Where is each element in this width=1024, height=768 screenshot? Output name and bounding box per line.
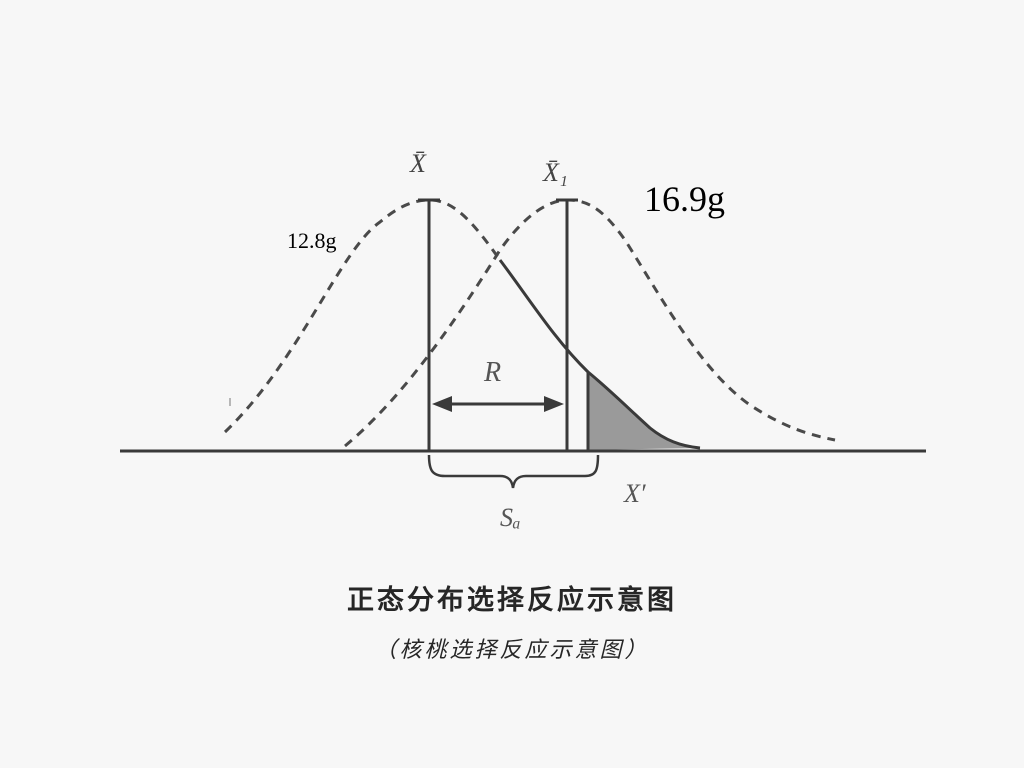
original-distribution-curve bbox=[223, 198, 502, 434]
original-mean-value: 12.8g bbox=[287, 228, 337, 253]
diagram-subtitle: （核桃选择反应示意图） bbox=[374, 638, 650, 663]
response-arrow-head-left bbox=[432, 396, 452, 412]
mean-selected-label: X̄₁ bbox=[542, 158, 568, 187]
selection-differential-brace bbox=[427, 454, 600, 489]
truncation-point-label: X′ bbox=[623, 479, 646, 508]
diagram-title: 正态分布选择反应示意图 bbox=[347, 585, 677, 616]
selected-mean-value: 16.9g bbox=[644, 179, 725, 219]
original-distribution-curve-solid bbox=[498, 259, 701, 450]
selection-differential-label: Sₐ bbox=[500, 503, 521, 532]
selected-tail-area bbox=[588, 372, 700, 450]
response-label: R bbox=[483, 357, 501, 388]
response-arrow-head-right bbox=[544, 396, 564, 412]
mean-original-label: X̄ bbox=[409, 149, 427, 178]
